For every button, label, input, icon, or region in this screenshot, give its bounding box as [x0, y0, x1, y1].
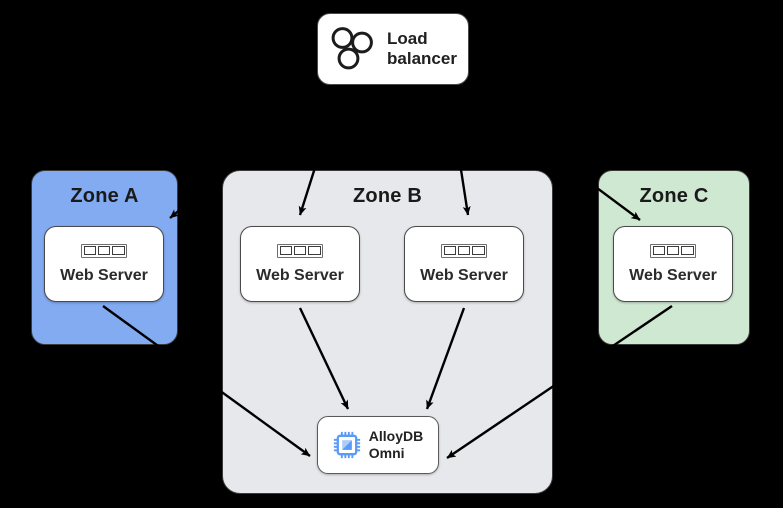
zone-b-web-server-2-node[interactable]: Web Server	[404, 226, 524, 302]
web-server-icon	[441, 243, 487, 258]
load-balancer-circles-icon	[331, 27, 373, 70]
alloydb-omni-label-line2: Omni	[368, 445, 405, 461]
zone-a-title: Zone A	[70, 185, 139, 207]
web-server-icon	[650, 243, 696, 258]
load-balancer-label: Load balancer	[387, 29, 457, 68]
load-balancer-node[interactable]: Load balancer	[317, 13, 469, 85]
zone-b-web-server-1-node[interactable]: Web Server	[240, 226, 360, 302]
load-balancer-label-line2: balancer	[387, 49, 457, 68]
zone-c-web-server-node[interactable]: Web Server	[613, 226, 733, 302]
zone-a-web-server-label: Web Server	[60, 266, 148, 284]
load-balancer-label-line1: Load	[387, 29, 428, 49]
alloydb-omni-node[interactable]: AlloyDB Omni	[317, 416, 439, 474]
zone-b-title: Zone B	[353, 185, 422, 207]
web-server-icon	[81, 243, 127, 258]
alloydb-omni-label-line1: AlloyDB	[368, 428, 424, 445]
cpu-chip-icon	[333, 431, 360, 459]
zone-b-web-server-1-label: Web Server	[256, 266, 344, 284]
zone-a-web-server-node[interactable]: Web Server	[44, 226, 164, 302]
web-server-icon	[277, 243, 323, 258]
zone-c-title: Zone C	[639, 185, 709, 207]
alloydb-omni-label: AlloyDB Omni	[369, 428, 423, 462]
zone-b-web-server-2-label: Web Server	[420, 266, 508, 284]
zone-c-web-server-label: Web Server	[629, 266, 717, 284]
